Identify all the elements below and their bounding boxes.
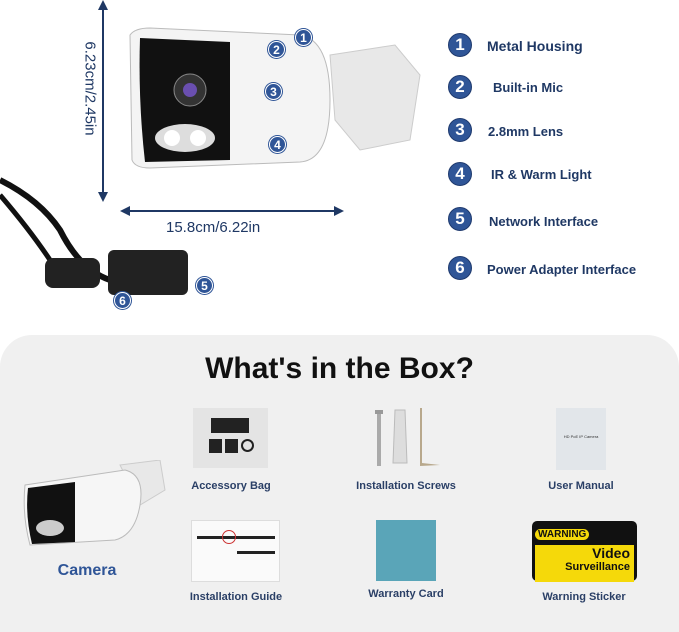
callout-2: 2 bbox=[268, 41, 285, 58]
sticker-video-text: Video bbox=[592, 545, 630, 561]
callout-1: 1 bbox=[295, 29, 312, 46]
warranty-card-image bbox=[376, 520, 436, 581]
feature-network-interface: Network Interface bbox=[489, 214, 599, 229]
feature-number-6: 6 bbox=[448, 256, 472, 280]
item-user-manual: User Manual bbox=[548, 480, 614, 492]
feature-number-3: 3 bbox=[448, 118, 472, 142]
accessory-bag-image bbox=[193, 408, 268, 468]
feature-power-interface: Power Adapter Interface bbox=[487, 262, 637, 277]
feature-built-in-mic: Built-in Mic bbox=[493, 80, 564, 95]
warning-sticker-image: WARNING Video Surveillance bbox=[532, 521, 637, 582]
camera-diagram bbox=[0, 0, 421, 295]
feature-number-5: 5 bbox=[448, 207, 472, 231]
width-dimension: 15.8cm/6.22in bbox=[166, 219, 261, 236]
feature-number-2: 2 bbox=[448, 75, 472, 99]
sticker-warning-text: WARNING bbox=[535, 529, 590, 540]
item-warning-sticker: Warning Sticker bbox=[542, 591, 626, 603]
item-accessory-bag: Accessory Bag bbox=[191, 480, 271, 492]
feature-number-1: 1 bbox=[448, 33, 472, 57]
callout-3: 3 bbox=[265, 83, 282, 100]
callout-5: 5 bbox=[196, 277, 213, 294]
callout-4: 4 bbox=[269, 136, 286, 153]
item-warranty-card: Warranty Card bbox=[368, 588, 444, 600]
item-installation-guide: Installation Guide bbox=[189, 591, 283, 603]
installation-screws-image bbox=[375, 408, 440, 466]
installation-guide-image bbox=[191, 520, 280, 582]
box-title: What's in the Box? bbox=[205, 352, 474, 385]
camera-image bbox=[23, 460, 166, 546]
item-installation-screws: Installation Screws bbox=[356, 480, 456, 492]
callout-6: 6 bbox=[114, 292, 131, 309]
feature-lens: 2.8mm Lens bbox=[488, 124, 564, 139]
camera-label: Camera bbox=[57, 562, 117, 579]
feature-number-4: 4 bbox=[448, 162, 472, 186]
user-manual-image: HD PoE IP Camera bbox=[556, 408, 606, 470]
feature-ir-light: IR & Warm Light bbox=[491, 167, 592, 182]
feature-metal-housing: Metal Housing bbox=[487, 38, 583, 54]
sticker-surveillance-text: Surveillance bbox=[565, 561, 630, 573]
height-dimension: 6.23cm/2.45in bbox=[81, 41, 99, 136]
